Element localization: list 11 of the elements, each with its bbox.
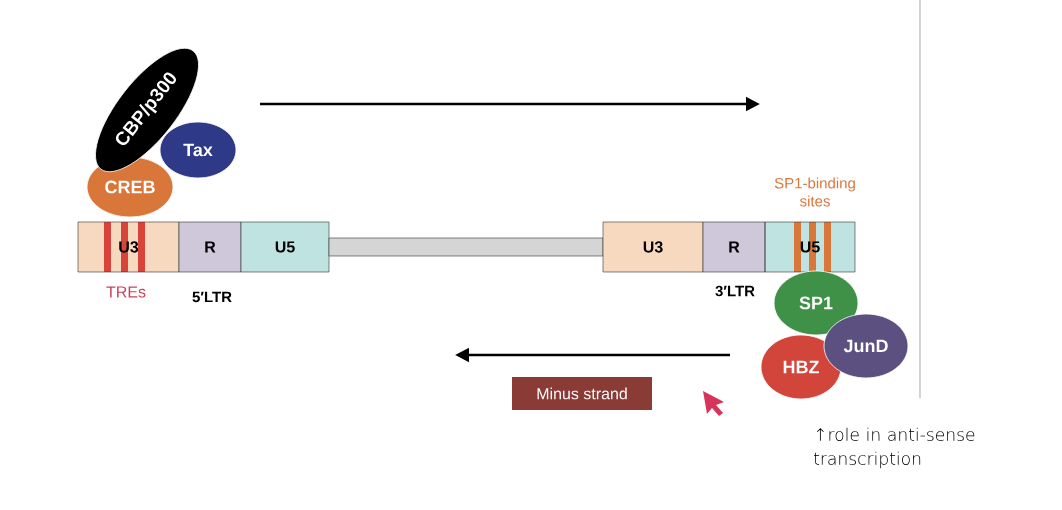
ltr-segment: R	[178, 221, 242, 273]
label-text: 5′LTR	[192, 291, 232, 303]
ltr-segment: R	[702, 221, 766, 273]
ltr-segment: U3	[602, 221, 704, 273]
label-text: SP1-binding sites	[774, 177, 855, 207]
label-box: Minus strand	[512, 377, 652, 410]
ltr-segment: U5	[240, 221, 330, 273]
connector-bar	[328, 237, 604, 257]
handwritten-note: ↑role in anti-sense transcription	[814, 427, 975, 469]
label-text: TREs	[106, 286, 146, 298]
label-text: 3′LTR	[715, 285, 755, 297]
